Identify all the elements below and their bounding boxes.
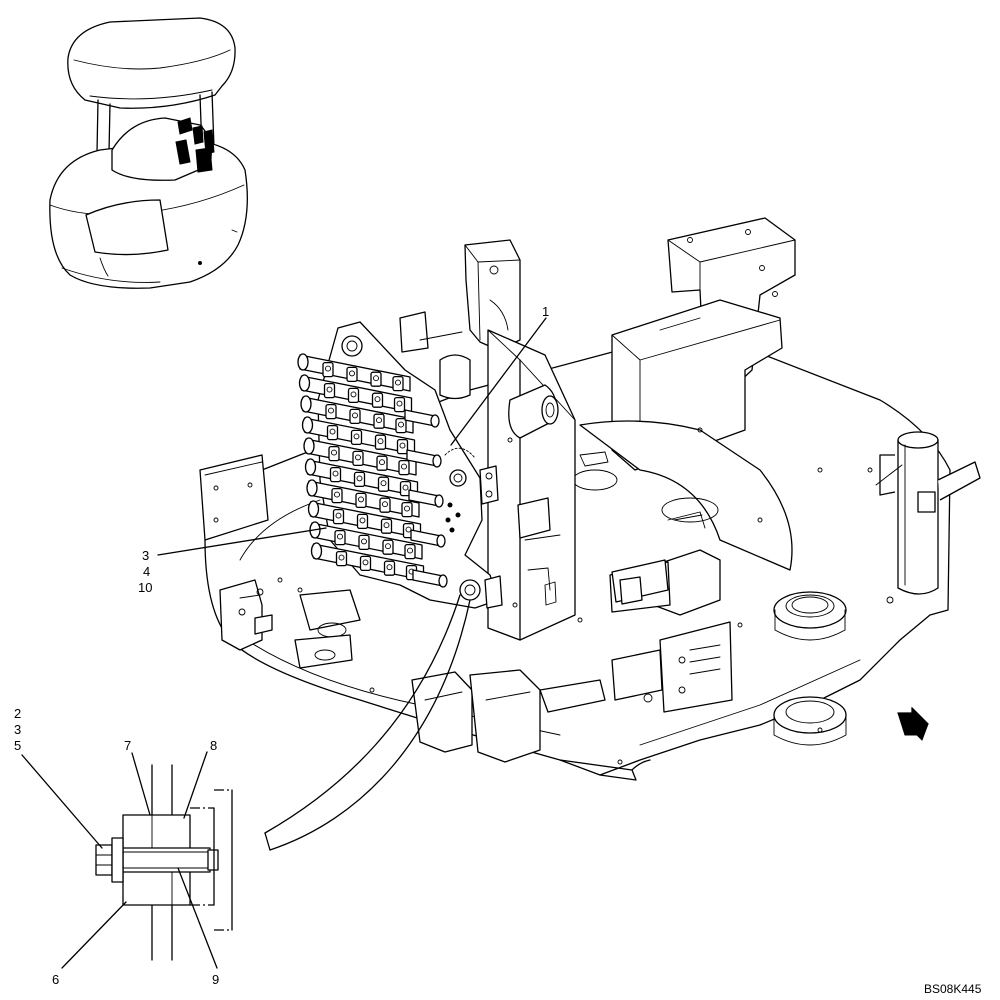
valve-section (306, 479, 420, 518)
spool-end-cap (436, 534, 446, 548)
valve-section (300, 395, 414, 434)
drawing-code: BS08K445 (924, 982, 982, 996)
callout-2: 2 (14, 706, 21, 721)
callout-4: 4 (143, 564, 150, 579)
spool-end-cap (434, 494, 444, 508)
callout-3-upper: 3 (142, 548, 149, 563)
callout-6: 6 (52, 972, 59, 987)
machine-overview-thumbnail (49, 17, 248, 289)
callout-5: 5 (14, 738, 21, 753)
front-direction-arrow-icon (897, 706, 929, 741)
valve-section (303, 437, 417, 476)
valve-section (307, 500, 422, 539)
upperstructure-frame (199, 217, 981, 781)
valve-section-stack (297, 353, 448, 588)
callout-10: 10 (138, 580, 152, 595)
leader-lines (21, 317, 547, 969)
callout-1: 1 (542, 304, 549, 319)
spool-end-cap (438, 574, 448, 588)
bolt-detail-view (95, 764, 233, 961)
callout-9: 9 (212, 972, 219, 987)
valve-section (301, 416, 416, 455)
callout-8: 8 (210, 738, 217, 753)
spool-end-cap (432, 454, 442, 468)
spool-end-cap (430, 414, 440, 428)
valve-section (310, 542, 425, 581)
control-valve-assembly (297, 321, 576, 641)
valve-section (309, 521, 423, 560)
valve-section (298, 374, 413, 413)
valve-section (297, 353, 411, 392)
callout-3-lower: 3 (14, 722, 21, 737)
callout-7: 7 (124, 738, 131, 753)
